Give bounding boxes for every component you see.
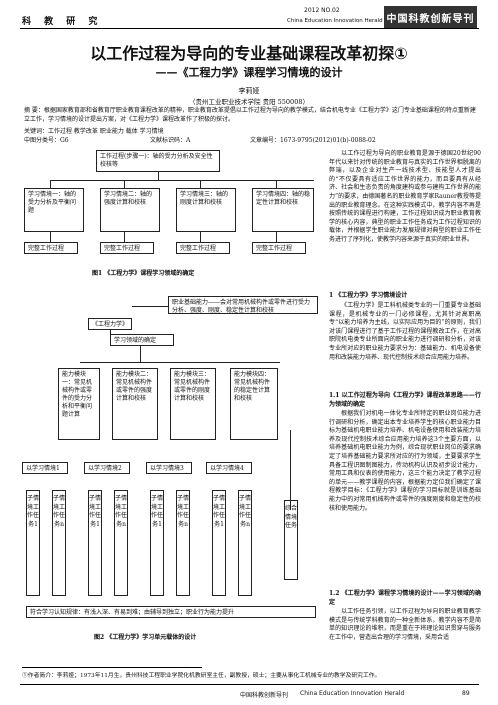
fig2-task: 子情境工作任务n: [114, 490, 128, 596]
body-paragraph: 以工作过程为导向的职业教育是源于德国20世纪90年代以来针对传统的职业教育与真实…: [329, 150, 481, 243]
journal-brand: 中国科教创新导刊: [384, 6, 477, 28]
fig2-task: 子情境工作任务n: [52, 490, 66, 596]
fig2-task: 子情境工作任务1: [150, 490, 164, 596]
footnote: ①作者简介：李莉娅；1973年11月生，贵州科技工程职业学院化机教研室主任，副教…: [22, 673, 381, 679]
page-number: 89: [462, 690, 470, 697]
body-paragraph: 以工作任务引领，以工作过程为导向的职业教育教学模式是与传统学科教育的一种全新体系…: [329, 608, 481, 641]
issue-number: 2012 NO.02: [304, 7, 340, 14]
header-rule: [20, 28, 479, 29]
author: 李莉娅: [238, 87, 260, 95]
fig1-caption: 图1 《工程力学》课程学习领域的确定: [92, 270, 195, 277]
fig1-situation-2: 学习情境二：轴的强度计算和校核: [100, 188, 160, 232]
fig2-task: 子情境工作任务n: [176, 490, 190, 596]
footer-journal-en: China Education Innovation Herald: [300, 690, 405, 697]
fig2-comprehensive-task: 综合情境任务: [284, 500, 298, 580]
footer-rule: [20, 684, 479, 685]
fig1-process-4: 完整工作过程: [252, 242, 306, 254]
affiliation: （贵州工业职业技术学院 贵阳 550008）: [189, 98, 309, 106]
body-paragraph: 《工程力学》是工科机械类专业的一门重要专业基础课程，是机械专业的一门必修课程，尤…: [329, 302, 481, 361]
keywords: 关键词：工作过程 教学改革 职业能力 载体 学习情境: [24, 128, 164, 135]
fig2-task: 子情境工作任务n: [238, 490, 252, 596]
fig2-module-2: 能力模块二：常见机械构件或零件的强度计算和校核: [112, 368, 158, 440]
fig1-process-2: 完整工作过程: [100, 242, 154, 254]
fig2-situation-2: 以学习情境2: [84, 462, 130, 474]
fig1-process-1: 完整工作过程: [24, 242, 78, 254]
fig1-situation-1: 学习情境一：轴的受力分析及平衡问题: [24, 188, 84, 232]
fig2-caption: 图2 《工程力学》学习单元载体的设计: [94, 634, 197, 641]
fig2-task: 子情境工作任务1: [88, 490, 102, 596]
fig1-situation-4: 学习情境四：轴的稳定性计算和校核: [252, 188, 314, 232]
section-heading: 1 《工程力学》学习情境设计: [329, 292, 408, 299]
fig2-situation-1: 以学习情境1: [22, 462, 68, 474]
section-heading: 1.2 《工程力学》课程学习情境的设计——学习领域的确定: [329, 590, 481, 606]
fig2-module-4: 能力模块四：常见机械构件的稳定性计算和校核: [230, 368, 278, 440]
fig2-module-3: 能力模块三：常见机械构件或零件的刚度计算和校核: [170, 368, 216, 440]
body-paragraph: 根据我们对机电一体化专业所特定的职业岗位能力进行调研和分析，确定出本专业培养学生…: [329, 410, 481, 512]
journal-name-en: China Education Innovation Herald: [287, 18, 383, 24]
fig2-task: 子情境工作任务1: [26, 490, 40, 596]
fig2-domain: 学习领域的确定: [110, 334, 174, 346]
footer-journal-cn: 中国科教创新导刊: [240, 692, 289, 699]
fig1-process-3: 完整工作过程: [176, 242, 230, 254]
fig2-module-1: 能力模块一：常见机械构件或零件的受力分析和平衡问题计算: [58, 368, 100, 440]
footnote-rule: [22, 667, 202, 668]
fig2-course: 《工程力学》: [88, 318, 132, 330]
article-number: 文章编号：1673-9795(2012)01(b)-0088-02: [250, 137, 376, 144]
abstract: 摘 要：根据国家教育部和省教育厅职业教育课程改革的精神，职业教育改革提倡以工作过…: [24, 107, 476, 123]
fig2-task: 子情境工作任务1: [212, 490, 226, 596]
clc-number: 中图分类号：G6: [24, 137, 69, 144]
fig2-learning-law: 符合学习认知规律：有浅入深、有易到难；由辅导到独立；职业行为能力提升: [26, 606, 316, 618]
doc-code: 文献标识码：A: [150, 137, 191, 144]
section-heading: 1.1 以工作过程为导向《工程力学》课程改革思路——行为领域的确定: [329, 392, 481, 408]
fig1-work-process: 工作过程(步骤一)：轴的受力分析及安全性校核等: [96, 150, 220, 172]
fig2-situation-3: 以学习情境3: [146, 462, 192, 474]
fig2-vocational-ability: 职业基础能力——会对常用机械构件或零件进行受力分析、强度、刚度、稳定性计算和校核: [168, 296, 318, 314]
fig1-situation-3: 学习情境三：轴的刚度计算和校核: [176, 188, 236, 232]
article-title: 以工作过程为导向的专业基础课程改革初探①: [90, 44, 408, 63]
fig2-situation-4: 以学习情境4: [206, 462, 252, 474]
article-subtitle: ——《工程力学》课程学习情境的设计: [155, 66, 343, 79]
column-label: 科 教 研 究: [22, 17, 103, 27]
